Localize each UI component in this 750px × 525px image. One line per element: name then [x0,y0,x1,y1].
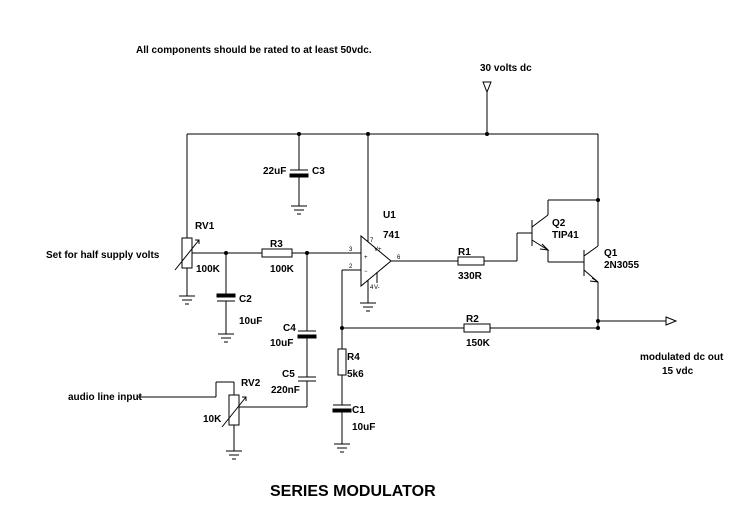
potentiometer-rv2 [138,381,247,460]
rv2-value: 10K [203,414,222,425]
transistor-q2 [531,198,600,263]
u1-pin-4: 4 [370,285,374,291]
rv1-ref: RV1 [195,221,215,232]
u1-ref: U1 [383,210,396,221]
rv1-value: 100K [196,264,221,275]
supply-terminal [482,81,492,134]
c5-value: 220nF [271,385,300,396]
rv2-ref: RV2 [241,378,261,389]
potentiometer-rv1 [174,237,262,305]
c3-value: 22uF [263,166,286,177]
r1-value: 330R [458,271,483,282]
u1-value: 741 [383,230,400,241]
q2-value: TIP41 [552,230,579,241]
q1-value: 2N3055 [604,260,639,271]
capacitor-c4 [297,253,317,377]
r3-value: 100K [270,264,295,275]
audio-input-note: audio line input [68,392,143,403]
c5-ref: C5 [282,369,295,380]
r3-ref: R3 [270,239,283,250]
c4-ref: C4 [283,323,296,334]
supply-rail [186,132,599,246]
capacitor-c1 [332,404,352,453]
capacitor-c5 [234,376,316,408]
output-terminal [598,316,678,326]
c1-value: 10uF [352,422,375,433]
u1-minus-sign: − [364,269,368,275]
transistor-q1 [583,245,600,330]
schematic-title: SERIES MODULATOR [270,483,436,500]
u1-pin-6: 6 [397,255,401,261]
c4-value: 10uF [270,338,293,349]
u1-plus-sign: + [364,255,368,261]
c3-ref: C3 [312,166,325,177]
half-supply-note: Set for half supply volts [46,250,160,261]
rating-note: All components should be rated to at lea… [136,45,372,56]
resistor-r4 [337,348,347,405]
supply-label: 30 volts dc [480,63,532,74]
r4-value: 5k6 [347,369,364,380]
r4-ref: R4 [347,352,360,363]
c2-ref: C2 [239,294,252,305]
opamp-u1 [355,134,458,312]
u1-pin-3: 3 [349,247,353,253]
u1-pin-2: 2 [349,264,353,270]
q1-ref: Q1 [604,248,618,259]
resistor-r3 [261,248,355,258]
output-note-line1: modulated dc out [640,352,724,363]
resistor-r1 [457,232,532,266]
u1-pin-7: 7 [370,238,374,244]
r1-ref: R1 [458,247,471,258]
feedback-path [340,269,464,349]
c2-value: 10uF [239,316,262,327]
capacitor-c2 [216,253,236,343]
output-note-line2: 15 vdc [662,366,694,377]
capacitor-c3 [289,134,309,215]
u1-vminus: V- [374,285,380,291]
c1-ref: C1 [352,405,365,416]
u1-vplus: V+ [374,247,382,253]
q2-ref: Q2 [552,218,566,229]
resistor-r2 [463,323,598,333]
r2-value: 150K [466,338,491,349]
r2-ref: R2 [466,314,479,325]
